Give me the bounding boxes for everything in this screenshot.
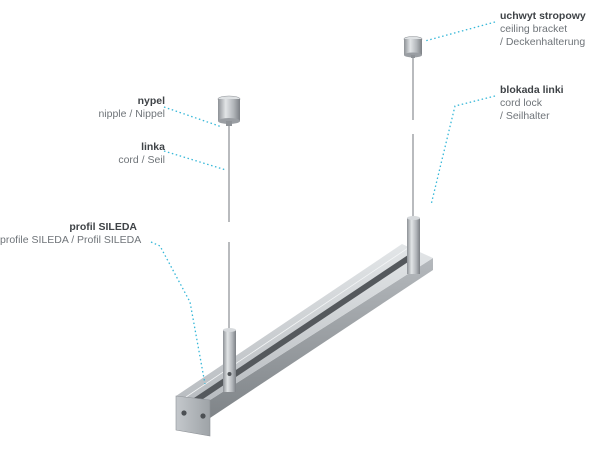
label-profile: profil SILEDA profile SILEDA / Profil SI… bbox=[0, 221, 142, 247]
label-cord-lock-line-1: cord lock bbox=[500, 97, 543, 109]
label-nipple-line: nipple / Nippel bbox=[98, 108, 165, 120]
leader-linka bbox=[163, 150, 227, 171]
label-cord-lock-title: blokada linki bbox=[500, 84, 564, 96]
profile-sileda bbox=[175, 244, 433, 437]
label-profile-title: profil SILEDA bbox=[69, 221, 137, 233]
label-cord: linka cord / Seil bbox=[60, 141, 165, 167]
cord-lock-left bbox=[223, 328, 236, 392]
label-ceiling-bracket-line-2: / Deckenhalterung bbox=[500, 36, 586, 48]
cord-lock-right bbox=[407, 216, 420, 274]
label-ceiling-bracket-title: uchwyt stropowy bbox=[500, 10, 586, 22]
label-cord-title: linka bbox=[141, 141, 165, 153]
ceiling-bracket-right bbox=[403, 36, 423, 58]
label-cord-lock: blokada linki cord lock / Seilhalter bbox=[500, 84, 600, 123]
label-profile-line: profile SILEDA / Profil SILEDA bbox=[0, 234, 142, 246]
leader-nypel bbox=[163, 106, 223, 128]
leader-lines bbox=[150, 21, 496, 385]
leader-uchwyt bbox=[424, 21, 496, 42]
label-cord-line: cord / Seil bbox=[118, 154, 165, 166]
label-nipple: nypel nipple / Nippel bbox=[60, 95, 165, 121]
leader-profil bbox=[150, 241, 206, 385]
label-nipple-title: nypel bbox=[137, 95, 165, 107]
label-ceiling-bracket: uchwyt stropowy ceiling bracket / Decken… bbox=[500, 10, 600, 49]
leader-blokada bbox=[430, 95, 496, 206]
label-ceiling-bracket-line-1: ceiling bracket bbox=[500, 23, 568, 35]
label-cord-lock-line-2: / Seilhalter bbox=[500, 110, 550, 122]
ceiling-bracket-left bbox=[217, 95, 241, 126]
